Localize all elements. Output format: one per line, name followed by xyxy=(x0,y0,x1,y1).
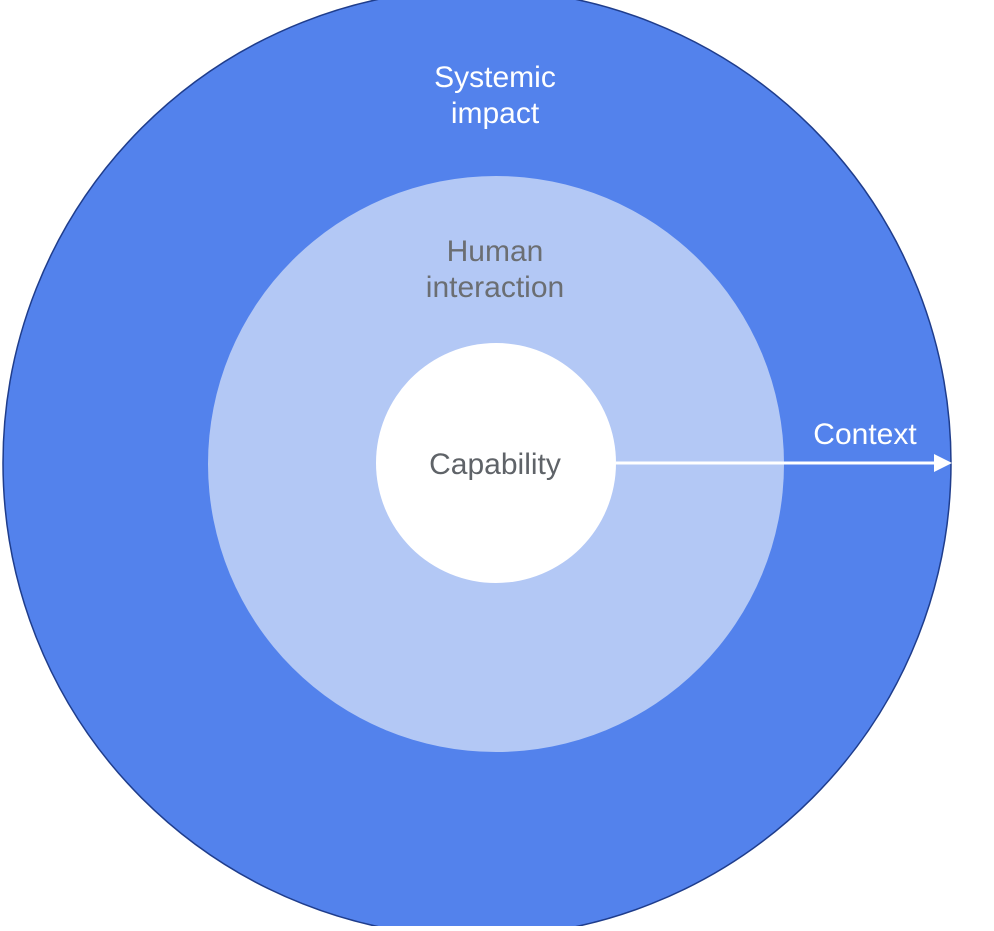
systemic-impact-label-line-1: Systemic xyxy=(434,61,556,94)
capability-label: Capability xyxy=(395,447,595,483)
systemic-impact-label: Systemic impact xyxy=(395,60,595,132)
capability-label-line-1: Capability xyxy=(429,448,561,481)
human-interaction-label-line-1: Human xyxy=(446,235,544,268)
human-interaction-label-line-2: interaction xyxy=(425,271,565,304)
human-interaction-label: Human interaction xyxy=(365,234,625,306)
context-arrow-label: Context xyxy=(813,418,917,451)
inner-circle-capability xyxy=(376,343,616,583)
context-arrowhead-icon xyxy=(934,454,952,472)
systemic-impact-label-line-2: impact xyxy=(450,97,540,130)
